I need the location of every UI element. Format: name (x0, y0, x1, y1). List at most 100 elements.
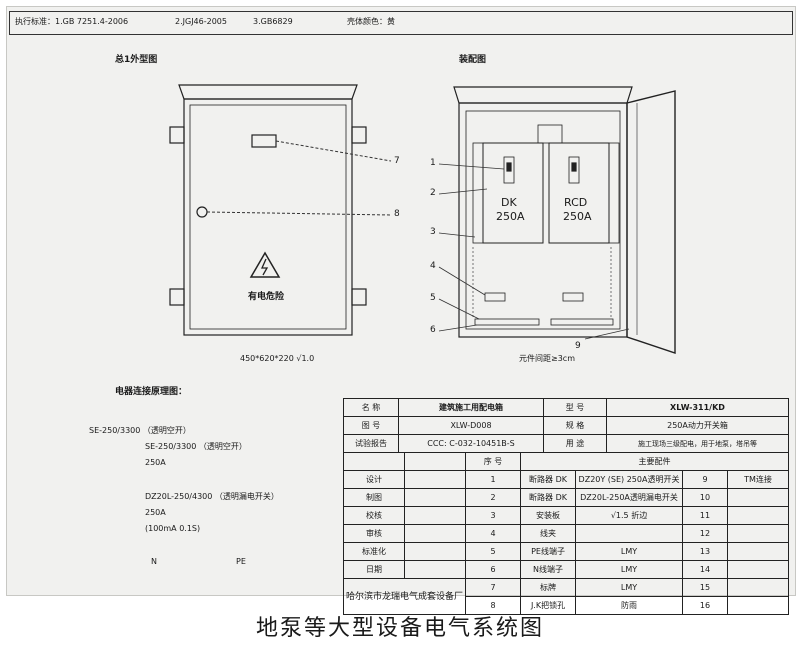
spacing-note: 元件间距≥3cm (519, 354, 575, 363)
callout-7: 7 (394, 156, 400, 166)
part-spec: DZ20Y (SE) 250A透明开关 (575, 470, 684, 489)
breaker-rcd-label: RCD (564, 196, 588, 209)
company-name: 哈尔滨市龙瑞电气成套设备厂 (342, 578, 467, 615)
assembly-callout-lines (438, 163, 630, 340)
table-row: 设计 1 断路器 DK DZ20Y (SE) 250A透明开关 9 TM连接 (343, 470, 789, 489)
tb-r2c3: 规 格 (543, 416, 607, 435)
circuit-line-3: 250A (145, 458, 166, 467)
part-spec-2 (727, 578, 789, 597)
title-block-header: 名 称 建筑施工用配电箱 型 号 XLW-311/KD 图 号 XLW-D008… (343, 398, 789, 453)
table-row: 日期 6 N线端子 LMY 14 (343, 560, 789, 579)
part-no: 2 (465, 488, 522, 507)
circuit-line-1: SE-250/3300 （透明空开） (89, 426, 191, 435)
assembly-view-title: 装配图 (459, 55, 487, 65)
part-spec-2 (727, 488, 789, 507)
header-bar (9, 11, 793, 35)
part-name: N线端子 (520, 560, 577, 579)
callout-3: 3 (430, 227, 436, 237)
pe-label: PE (236, 557, 246, 566)
circuit-line-5: 250A (145, 508, 166, 517)
part-no-2: 10 (682, 488, 729, 507)
part-spec-2 (727, 596, 789, 615)
part-spec: LMY (575, 560, 684, 579)
circuit-line-4: DZ20L-250/4300 （透明漏电开关） (145, 492, 279, 501)
callout-2: 2 (430, 188, 436, 198)
circuit-line-2: SE-250/3300 （透明空开） (145, 442, 247, 451)
table-row: 哈尔滨市龙瑞电气成套设备厂 7 标牌 LMY 15 (342, 578, 789, 615)
callout-5: 5 (430, 293, 436, 303)
table-row: 8 J.K把锁孔 防雨 16 (344, 596, 789, 615)
breaker-rcd-rating: 250A (563, 210, 592, 223)
left-label: 审核 (343, 524, 405, 543)
part-no-2: 13 (682, 542, 729, 561)
dimensions-label: 450*620*220 √1.0 (240, 354, 315, 363)
standard-2: 2.JGJ46-2005 (175, 17, 227, 26)
breaker-dk-rating: 250A (496, 210, 525, 223)
parts-header-main: 主要配件 (520, 452, 789, 471)
circuit-title: 电器连接原理图： (115, 387, 188, 397)
part-name: PE线端子 (520, 542, 577, 561)
standards-label: 执行标准：1.GB 7251.4-2006 (15, 17, 129, 26)
part-no-2: 12 (682, 524, 729, 543)
part-spec-2: TM连接 (727, 470, 789, 489)
assembly-cabinet (453, 86, 676, 354)
tb-r3c2: CCC: C-032-10451B-S (398, 434, 544, 453)
part-no-2: 9 (682, 470, 729, 489)
tb-r1c3: 型 号 (543, 398, 607, 417)
part-spec-2 (727, 560, 789, 579)
part-spec-2 (727, 506, 789, 525)
part-no: 1 (465, 470, 522, 489)
part-no-2: 15 (682, 578, 729, 597)
table-row: 校核 3 安装板 √1.5 折边 11 (343, 506, 789, 525)
callout-6: 6 (430, 325, 436, 335)
left-label: 校核 (343, 506, 405, 525)
tb-r2c4: 250A动力开关箱 (606, 416, 789, 435)
part-no: 6 (465, 560, 522, 579)
standard-3: 3.GB6829 (253, 17, 293, 26)
outer-cabinet (169, 84, 367, 336)
callout-8: 8 (394, 209, 400, 219)
tb-r1c2: 建筑施工用配电箱 (398, 398, 544, 417)
part-spec: √1.5 折边 (575, 506, 684, 525)
part-no-2: 11 (682, 506, 729, 525)
tb-r3c1: 试验报告 (343, 434, 399, 453)
part-no: 7 (465, 578, 522, 597)
tb-r2c1: 图 号 (343, 416, 399, 435)
callout-4: 4 (430, 261, 436, 271)
left-label: 设计 (343, 470, 405, 489)
tb-r1c4: XLW-311/KD (606, 398, 789, 417)
outer-view-title: 总1外型图 (115, 55, 158, 65)
part-name: 断路器 DK (520, 470, 577, 489)
part-name: 安装板 (520, 506, 577, 525)
part-name: 断路器 DK (520, 488, 577, 507)
part-spec: DZ20L-250A透明漏电开关 (575, 488, 684, 507)
n-label: N (151, 557, 157, 566)
part-name: 线夹 (520, 524, 577, 543)
left-label: 日期 (343, 560, 405, 579)
part-no-2: 16 (682, 596, 729, 615)
left-label: 制图 (343, 488, 405, 507)
part-spec-2 (727, 542, 789, 561)
part-name: 标牌 (520, 578, 577, 597)
left-label: 标准化 (343, 542, 405, 561)
tb-r1c1: 名 称 (343, 398, 399, 417)
table-row: 审核 4 线夹 12 (343, 524, 789, 543)
callout-9: 9 (575, 341, 581, 351)
breaker-dk-label: DK (501, 196, 517, 209)
part-no: 4 (465, 524, 522, 543)
parts-table: 序 号 主要配件 设计 1 断路器 DK DZ20Y (SE) 250A透明开关… (342, 452, 789, 615)
parts-header-no: 序 号 (465, 452, 522, 471)
part-spec-2 (727, 524, 789, 543)
circuit-line-6: (100mA 0.1S) (145, 524, 201, 533)
page-caption: 地泵等大型设备电气系统图 (255, 616, 544, 641)
part-no: 5 (465, 542, 522, 561)
table-row: 标准化 5 PE线端子 LMY 13 (343, 542, 789, 561)
part-spec: LMY (575, 542, 684, 561)
tb-r3c4: 施工现场三级配电，用于地泵，塔吊等 (606, 434, 789, 453)
callout-1: 1 (430, 158, 436, 168)
color-label: 壳体颜色：黄 (347, 17, 395, 26)
part-spec: LMY (575, 578, 684, 597)
part-name: J.K把锁孔 (520, 596, 577, 615)
part-spec (575, 524, 684, 543)
warning-label: 有电危险 (248, 292, 285, 302)
